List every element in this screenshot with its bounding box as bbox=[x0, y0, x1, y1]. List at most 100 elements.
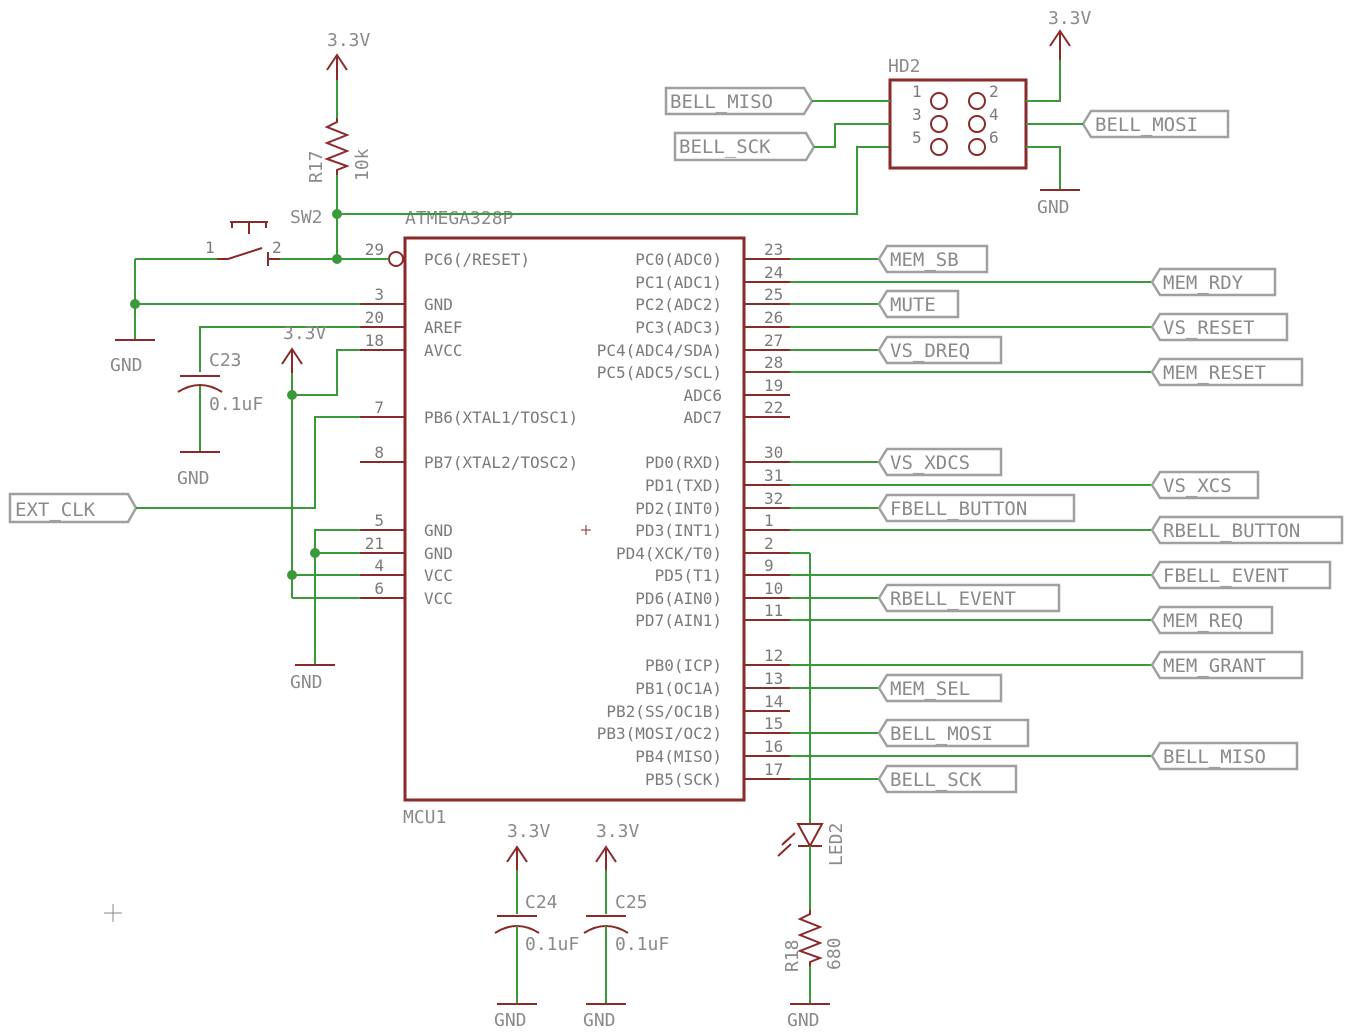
mcu-pin-label-20: AREF bbox=[424, 318, 463, 337]
mcu-ref: MCU1 bbox=[403, 807, 446, 828]
mcu-pin-num-28: 28 bbox=[764, 353, 783, 372]
mcu-pin-label-1: PD3(INT1) bbox=[635, 521, 722, 540]
mcu-pin-label-13: PB1(OC1A) bbox=[635, 679, 722, 698]
mcu-pin-num-32: 32 bbox=[764, 489, 783, 508]
net-flag-hd-mosi bbox=[1081, 109, 1230, 139]
mcu-pin-num-31: 31 bbox=[764, 466, 783, 485]
mcu-pin-num-8: 8 bbox=[374, 443, 384, 462]
sw2-switch bbox=[217, 221, 280, 266]
mcu-pin-num-6: 6 bbox=[374, 579, 384, 598]
net-flag-mem-sel bbox=[877, 673, 1003, 703]
mcu-pin-num-27: 27 bbox=[764, 331, 783, 350]
net-flag-text-vs-dreq: VS_DREQ bbox=[890, 340, 970, 362]
mcu-name: ATMEGA328P bbox=[405, 208, 514, 229]
net-flag-hd-mosi-text: BELL_MOSI bbox=[1095, 114, 1198, 136]
reset-bubble bbox=[388, 251, 404, 267]
net-flag-vs-reset bbox=[1150, 312, 1289, 342]
net-flag-fbell-button bbox=[877, 493, 1076, 523]
origin-marker bbox=[104, 904, 122, 922]
mcu-pin-num-4: 4 bbox=[374, 556, 384, 575]
mcu-pin-label-27: PC4(ADC4/SDA) bbox=[597, 341, 722, 360]
mcu-pin-label-22: ADC7 bbox=[683, 408, 722, 427]
gnd-label-hd: GND bbox=[1037, 197, 1070, 218]
net-flag-mem-req bbox=[1150, 605, 1274, 635]
net-flag-text-fbell-button: FBELL_BUTTON bbox=[890, 498, 1027, 520]
mcu-pin-num-3: 3 bbox=[374, 285, 384, 304]
gnd-label-mcu: GND bbox=[290, 672, 323, 693]
gnd-label-c24: GND bbox=[494, 1010, 527, 1031]
led2-ref: LED2 bbox=[826, 823, 847, 866]
mcu-pin-num-9: 9 bbox=[764, 556, 774, 575]
header-body bbox=[888, 78, 1028, 170]
net-flag-rbell-event bbox=[877, 583, 1061, 613]
net-flag-hd-sck-text: BELL_SCK bbox=[679, 136, 771, 158]
mcu-pin-num-19: 19 bbox=[764, 376, 783, 395]
hd-pin-2: 2 bbox=[989, 82, 999, 101]
net-flag-text-mem-sb: MEM_SB bbox=[890, 249, 959, 271]
mcu-pin-label-4: VCC bbox=[424, 566, 453, 585]
mcu-pin-label-25: PC2(ADC2) bbox=[635, 295, 722, 314]
net-flag-hd-sck bbox=[673, 131, 816, 162]
net-flag-text-rbell-button: RBELL_BUTTON bbox=[1163, 520, 1300, 542]
net-flag-text-mem-reset: MEM_RESET bbox=[1163, 362, 1266, 384]
mcu-pin-num-1: 1 bbox=[764, 511, 774, 530]
mcu-pin-num-5: 5 bbox=[374, 511, 384, 530]
net-flag-bell-miso bbox=[1150, 741, 1299, 771]
hd-pin-3: 3 bbox=[912, 105, 922, 124]
mcu-pin-label-6: VCC bbox=[424, 589, 453, 608]
mcu-pin-num-21: 21 bbox=[365, 534, 384, 553]
r17-resistor bbox=[324, 118, 350, 175]
net-flag-text-bell-mosi: BELL_MOSI bbox=[890, 723, 993, 745]
c24-ref: C24 bbox=[525, 892, 558, 913]
mcu-pin-label-21: GND bbox=[424, 544, 453, 563]
net-flag-mem-rdy bbox=[1150, 267, 1277, 297]
c24-value: 0.1uF bbox=[525, 934, 579, 955]
mcu-pin-num-2: 2 bbox=[764, 534, 774, 553]
mcu-pin-label-2: PD4(XCK/T0) bbox=[616, 544, 722, 563]
right-net-flags: MEM_SBMEM_RDYMUTEVS_RESETVS_DREQMEM_RESE… bbox=[790, 244, 1344, 794]
mcu-pin-label-30: PD0(RXD) bbox=[645, 453, 722, 472]
net-flag-hd-miso bbox=[664, 86, 814, 116]
header-pins bbox=[930, 92, 986, 156]
gnd-label-led: GND bbox=[787, 1010, 820, 1031]
net-flag-text-vs-xdcs: VS_XDCS bbox=[890, 452, 970, 474]
c25-value: 0.1uF bbox=[615, 934, 669, 955]
net-flag-mem-sb bbox=[877, 244, 989, 274]
mcu-pin-label-18: AVCC bbox=[424, 341, 463, 360]
r17-value: 10k bbox=[352, 148, 373, 181]
net-flag-text-mem-rdy: MEM_RDY bbox=[1163, 272, 1244, 294]
net-flag-hd-miso-text: BELL_MISO bbox=[670, 91, 773, 113]
mcu-pin-label-10: PD6(AIN0) bbox=[635, 589, 722, 608]
net-flag-text-mem-grant: MEM_GRANT bbox=[1163, 655, 1266, 677]
net-flag-mem-reset bbox=[1150, 357, 1304, 387]
net-flag-text-fbell-event: FBELL_EVENT bbox=[1163, 565, 1289, 587]
mcu-pin-num-10: 10 bbox=[764, 579, 783, 598]
net-flag-ext-clk-text: EXT_CLK bbox=[15, 499, 96, 521]
vcc-label-c24: 3.3V bbox=[507, 821, 551, 842]
mcu-pin-label-31: PD1(TXD) bbox=[645, 476, 722, 495]
led2-diode bbox=[796, 823, 824, 849]
mcu-pin-num-12: 12 bbox=[764, 646, 783, 665]
net-flag-mute bbox=[877, 289, 960, 319]
mcu-pin-label-28: PC5(ADC5/SCL) bbox=[597, 363, 722, 382]
mcu-pin-label-5: GND bbox=[424, 521, 453, 540]
sw2-pin2: 2 bbox=[272, 238, 282, 257]
mcu-pin-num-13: 13 bbox=[764, 669, 783, 688]
mcu-pin-label-26: PC3(ADC3) bbox=[635, 318, 722, 337]
net-flag-vs-dreq bbox=[877, 335, 1003, 365]
net-flag-vs-xdcs bbox=[877, 447, 1003, 477]
vcc-label-hd: 3.3V bbox=[1048, 8, 1092, 29]
mcu-pin-num-25: 25 bbox=[764, 285, 783, 304]
mcu-pin-num-30: 30 bbox=[764, 443, 783, 462]
gnd-label-sw: GND bbox=[110, 355, 143, 376]
mcu-pin-label-29: PC6(/RESET) bbox=[424, 250, 530, 269]
sw2-ref: SW2 bbox=[290, 207, 323, 228]
r18-resistor bbox=[797, 910, 823, 966]
mcu-pin-label-11: PD7(AIN1) bbox=[635, 611, 722, 630]
net-flag-mem-grant bbox=[1150, 650, 1304, 680]
net-flag-rbell-button bbox=[1150, 515, 1344, 545]
mcu-pin-num-22: 22 bbox=[764, 398, 783, 417]
mcu-pin-num-7: 7 bbox=[374, 398, 384, 417]
vcc-arrow-r17 bbox=[326, 53, 348, 80]
